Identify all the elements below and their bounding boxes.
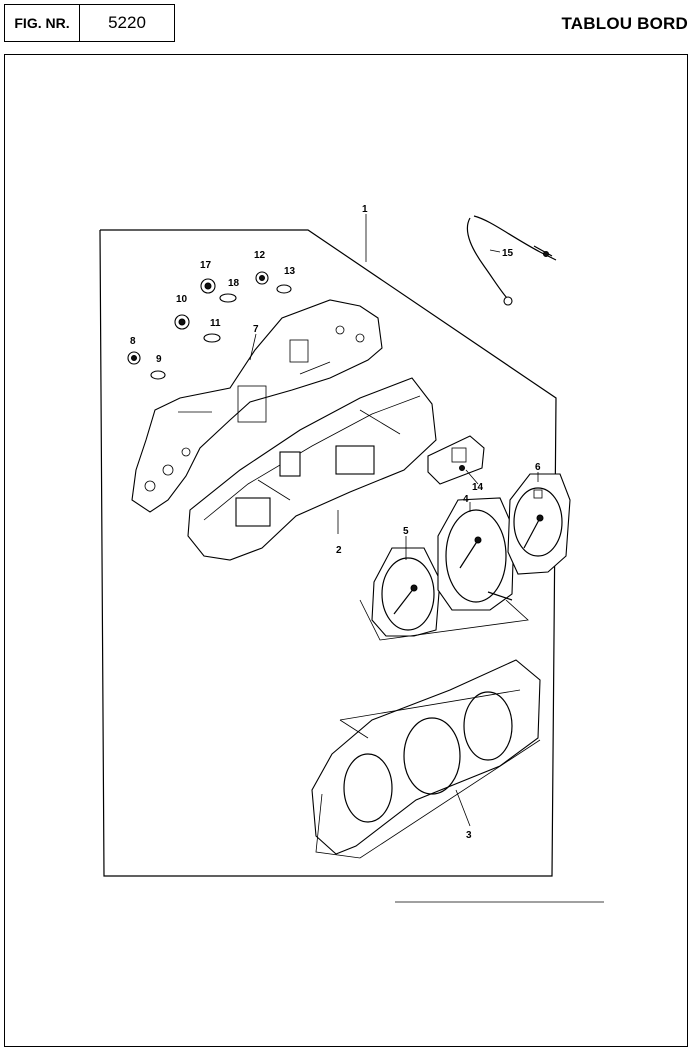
diagram-frame: [4, 54, 688, 1047]
connector-part: [427, 435, 485, 485]
callout-12: 12: [254, 250, 266, 261]
bulb-socket-17-part: [200, 278, 216, 294]
bulb-13-part: [276, 284, 292, 294]
callout-8: 8: [130, 336, 136, 347]
tachometer-part: [371, 547, 441, 637]
fuel-temp-gauge-part: [507, 473, 571, 575]
callout-15: 15: [502, 248, 514, 259]
callout-4: 4: [463, 494, 469, 505]
speedometer-part: [437, 497, 515, 611]
bulb-9-part: [150, 370, 166, 380]
callout-9: 9: [156, 354, 162, 365]
bulb-18-part: [219, 293, 237, 303]
callout-7: 7: [253, 324, 259, 335]
cluster-housing-part: [187, 377, 437, 561]
leader-lines: [249, 214, 604, 903]
callout-1: 1: [362, 204, 368, 215]
bulb-socket-8-part: [127, 351, 141, 365]
callout-13: 13: [284, 266, 296, 277]
callout-10: 10: [176, 294, 188, 305]
printed-circuit-board-part: [131, 299, 383, 513]
callout-2: 2: [336, 545, 342, 556]
speedometer-cable-part: [466, 215, 557, 306]
assembly-outline: [99, 229, 557, 877]
bulb-socket-12-part: [255, 271, 269, 285]
callout-5: 5: [403, 526, 409, 537]
callout-17: 17: [200, 260, 212, 271]
bulb-socket-10-part: [174, 314, 190, 330]
callout-11: 11: [210, 318, 221, 329]
callout-3: 3: [466, 830, 472, 841]
lens-bezel-part: [311, 659, 541, 859]
gauge-plane-outline: [359, 599, 529, 641]
bulb-11-part: [203, 333, 221, 343]
callout-6: 6: [535, 462, 541, 473]
callout-14: 14: [472, 482, 484, 493]
callout-18: 18: [228, 278, 240, 289]
fig-number-value: 5220: [79, 4, 175, 42]
page-title: TABLOU BORD: [561, 14, 688, 33]
